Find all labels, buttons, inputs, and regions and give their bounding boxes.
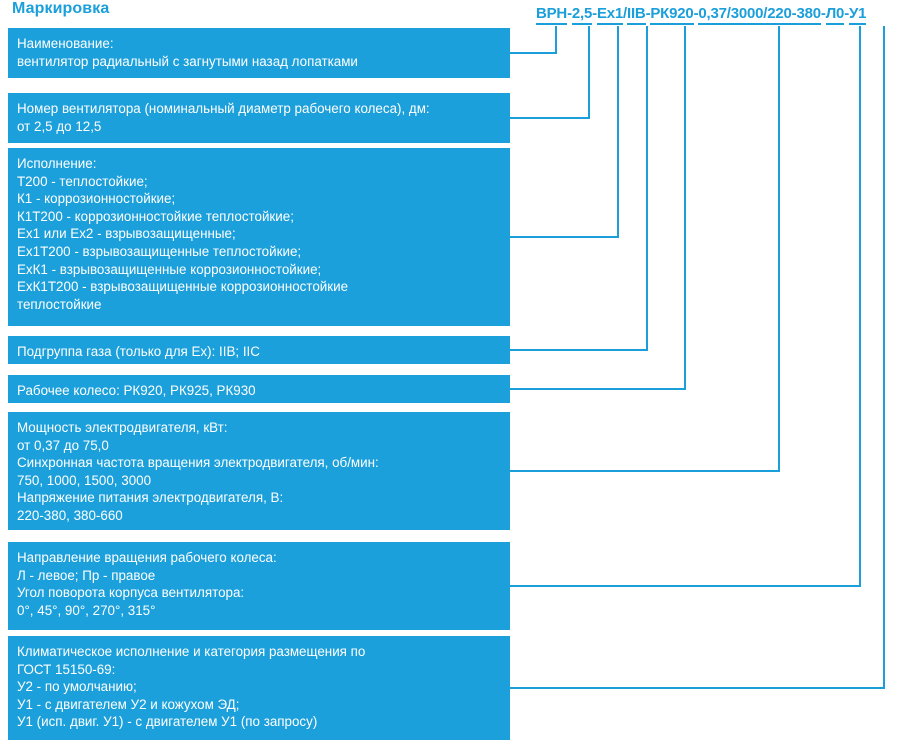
label-line: Номер вентилятора (номинальный диаметр р…: [17, 101, 430, 116]
leader-line-rotation-direction: [510, 26, 861, 587]
label-line: 750, 1000, 1500, 3000: [17, 472, 152, 488]
leader-line-fan-number: [510, 26, 590, 119]
label-line: 0°, 45°, 90°, 270°, 315°: [17, 602, 156, 618]
label-line: К1Т200 - коррозионностойкие теплостойкие…: [17, 208, 294, 224]
label-line: вентилятор радиальный с загнутыми назад …: [17, 53, 358, 69]
label-line: ExК1Т200 - взрывозащищенные коррозионнос…: [17, 279, 349, 295]
label-box-execution: Исполнение: Т200 - теплостойкие; К1 - корр…: [8, 148, 510, 326]
label-line: Угол поворота корпуса вентилятора:: [17, 585, 245, 601]
leader-line-name: [510, 26, 557, 54]
label-box-motor-parameters: Мощность электродвигателя, кВт: от 0,37 д…: [8, 412, 510, 530]
label-line: У1 (исп. двиг. У1) - с двигателем У1 (по…: [17, 714, 318, 730]
label-line: ГОСТ 15150-69:: [17, 661, 116, 677]
label-box-name: Наименование: вентилятор радиальный с заг…: [8, 28, 510, 78]
code-separator: -: [844, 5, 849, 22]
label-box-rotation-direction: Направление вращения рабочего колеса: Л -…: [8, 542, 510, 630]
label-line: Исполнение:: [17, 156, 97, 171]
code-segment: 2,5: [571, 5, 592, 25]
label-line: Т200 - теплостойкие;: [17, 173, 148, 189]
label-line: К1 - коррозионностойкие;: [17, 191, 176, 207]
code-separator: -: [820, 5, 826, 22]
code-segment: У1: [848, 5, 866, 25]
label-box-fan-number: Номер вентилятора (номинальный диаметр р…: [8, 93, 510, 143]
label-box-impeller: Рабочее колесо: РК920, РК925, РК930: [8, 375, 510, 403]
label-line: Л - левое; Пр - правое: [17, 567, 156, 583]
leader-line-motor-parameters: [510, 26, 780, 472]
label-line: 220-380, 380-660: [17, 507, 123, 523]
marking-code: ВРН-2,5-Ex1/IIB-РК920-0,37/3000/220-380-…: [536, 5, 866, 25]
leader-line-climate-category: [510, 26, 885, 689]
label-line: Мощность электродвигателя, кВт:: [17, 420, 228, 435]
leader-line-execution: [510, 26, 619, 238]
label-line: Направление вращения рабочего колеса:: [17, 550, 277, 565]
code-segment: 0,37/3000/220-380: [698, 5, 821, 25]
label-line: Подгруппа газа (только для Ex): IIB; IIC: [17, 344, 260, 359]
code-segment: IIB: [627, 5, 646, 25]
code-separator: -: [592, 5, 597, 22]
leader-line-impeller: [510, 26, 686, 390]
label-line: ExК1 - взрывозащищенные коррозионностойк…: [17, 261, 322, 277]
code-segment: РК920: [650, 5, 694, 25]
label-line: от 0,37 до 75,0: [17, 437, 109, 453]
code-separator: /: [623, 5, 627, 22]
code-segment: ВРН: [536, 5, 567, 25]
label-line: У1 - с двигателем У2 и кожухом ЭД;: [17, 696, 240, 712]
label-line: от 2,5 до 12,5: [17, 118, 102, 134]
code-separator: -: [645, 5, 651, 22]
leader-line-gas-subgroup: [510, 26, 648, 351]
code-separator: -: [567, 5, 572, 22]
code-separator: -: [693, 5, 699, 22]
code-segment: Ex1: [596, 5, 623, 25]
page-title: Маркировка: [12, 0, 110, 17]
label-line: Наименование:: [17, 36, 114, 51]
label-line: Климатическое исполнение и категория раз…: [17, 644, 366, 659]
label-line: Рабочее колесо: РК920, РК925, РК930: [17, 383, 256, 398]
label-line: Ex1 или Ex2 - взрывозащищенные;: [17, 226, 236, 242]
code-segment: Л0: [825, 5, 844, 25]
label-line: Напряжение питания электродвигателя, В:: [17, 490, 284, 506]
label-box-gas-subgroup: Подгруппа газа (только для Ex): IIB; IIC: [8, 336, 510, 364]
label-line: теплостойкие: [17, 296, 102, 312]
label-line: У2 - по умолчанию;: [17, 679, 137, 695]
label-box-climate-category: Климатическое исполнение и категория раз…: [8, 636, 510, 740]
label-line: Ex1Т200 - взрывозащищенные теплостойкие;: [17, 243, 302, 259]
label-line: Синхронная частота вращения электродвига…: [17, 455, 379, 471]
